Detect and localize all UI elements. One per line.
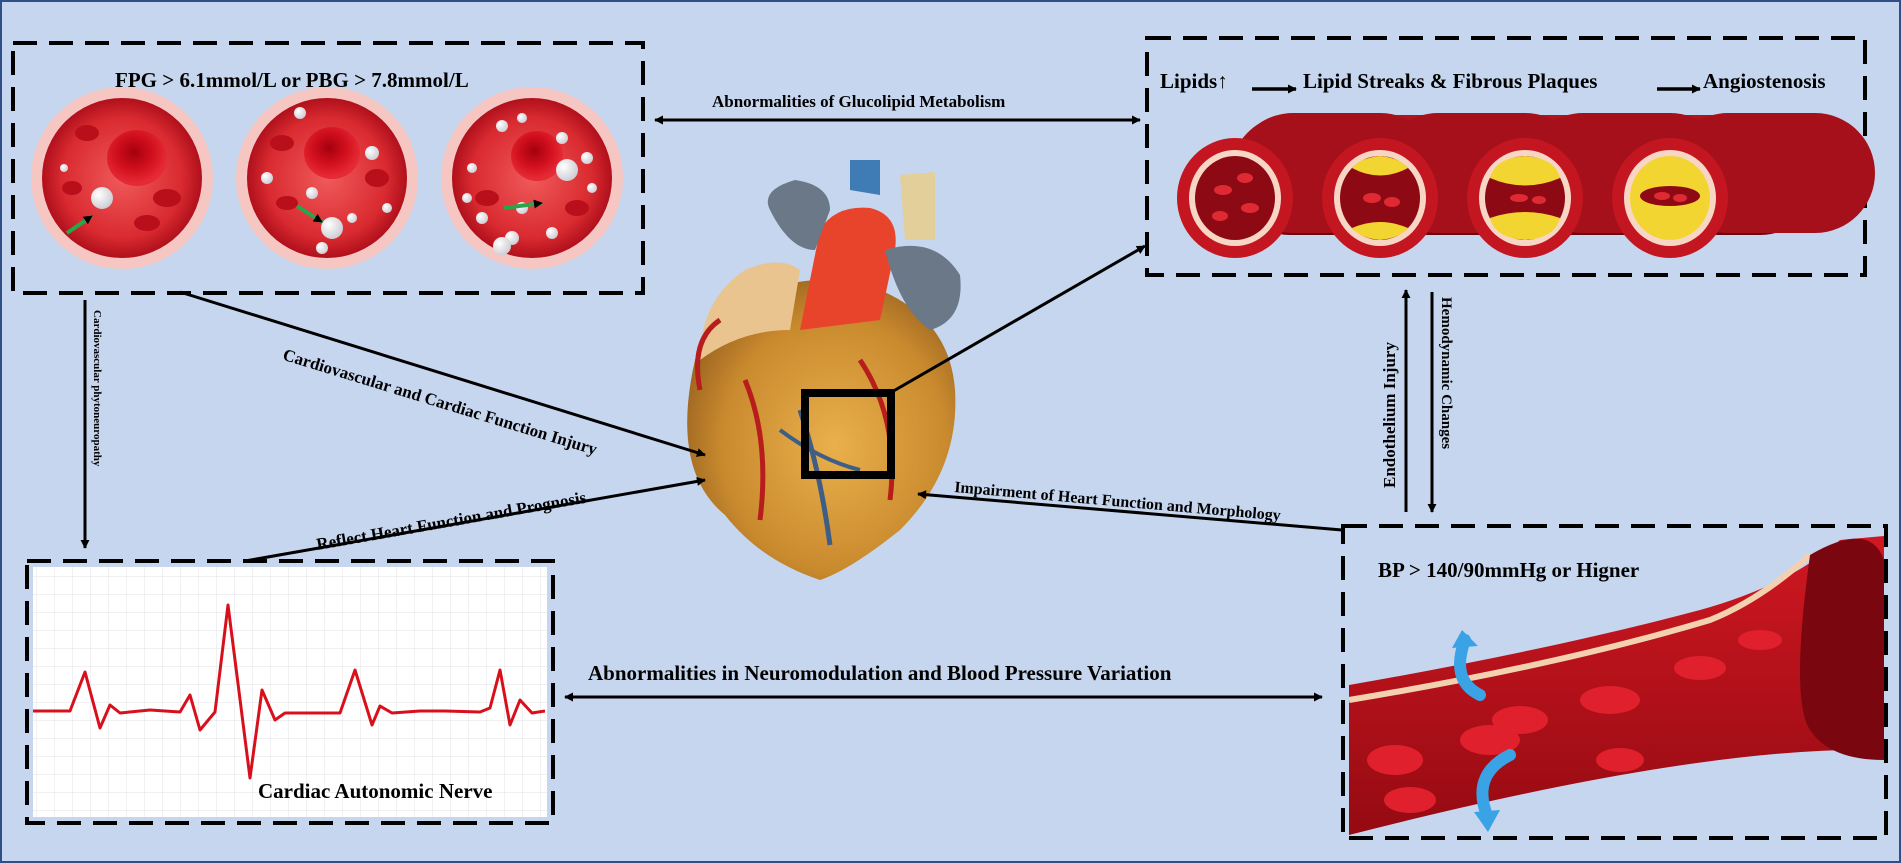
phytoneuropathy-link-label: Cardiovascular phytoneuropathy — [91, 310, 103, 467]
heart-illustration — [687, 160, 961, 580]
hemodynamic-link-label: Hemodynamic Changes — [1438, 297, 1454, 450]
glucolipid-link-label: Abnormalities of Glucolipid Metabolism — [712, 92, 1006, 111]
neuromodulation-link-label: Abnormalities in Neuromodulation and Blo… — [588, 661, 1172, 685]
ecg-panel-title: Cardiac Autonomic Nerve — [258, 779, 493, 803]
lipids-step-3: Angiostenosis — [1703, 69, 1826, 93]
glucose-threshold-title: FPG > 6.1mmol/L or PBG > 7.8mmol/L — [115, 68, 469, 92]
bp-threshold-title: BP > 140/90mmHg or Higner — [1378, 558, 1640, 582]
lipids-step-1: Lipids↑ — [1160, 69, 1228, 93]
endothelium-link-label: Endothelium Injury — [1380, 342, 1399, 488]
connector-arrows — [80, 84, 1701, 702]
blood-glucose-circles — [31, 87, 623, 269]
blood-vessel — [1348, 536, 1884, 835]
zoom-box — [801, 389, 895, 479]
lipids-step-2: Lipid Streaks & Fibrous Plaques — [1303, 69, 1598, 93]
artery-cross-sections — [1177, 112, 1875, 258]
ecg-trace — [33, 567, 547, 817]
